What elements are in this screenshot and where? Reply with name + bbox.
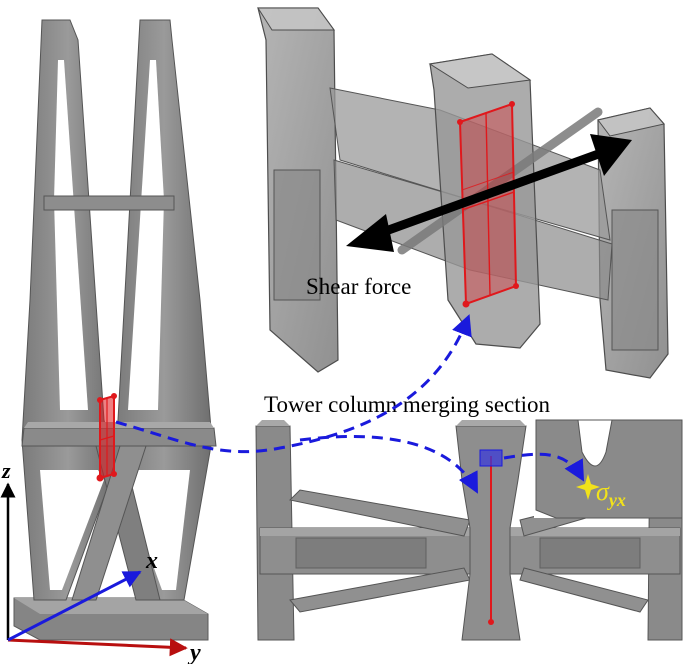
coordinate-axes: z x y [0, 458, 201, 664]
x-axis-label: x [145, 548, 158, 574]
stress-point-star-icon [576, 474, 600, 500]
stress-symbol: σyx [596, 477, 626, 510]
shear-force-arrow [346, 134, 632, 252]
full-tower-model [13, 19, 217, 641]
connector-to-closeup [299, 435, 478, 494]
y-axis-label: y [187, 640, 201, 664]
shear-force-label: Shear force [306, 274, 411, 299]
section-3d-model [257, 7, 669, 379]
connector-to-3d-model [115, 314, 472, 454]
connector-to-inset [503, 452, 585, 482]
stress-inset: σyx [534, 418, 684, 519]
z-axis-label: z [1, 458, 11, 483]
x-axis [7, 570, 142, 642]
y-axis [7, 638, 188, 657]
merging-section-label: Tower column merging section [264, 392, 551, 417]
stress-sample-region [479, 449, 503, 467]
connector-arrows [115, 314, 585, 494]
